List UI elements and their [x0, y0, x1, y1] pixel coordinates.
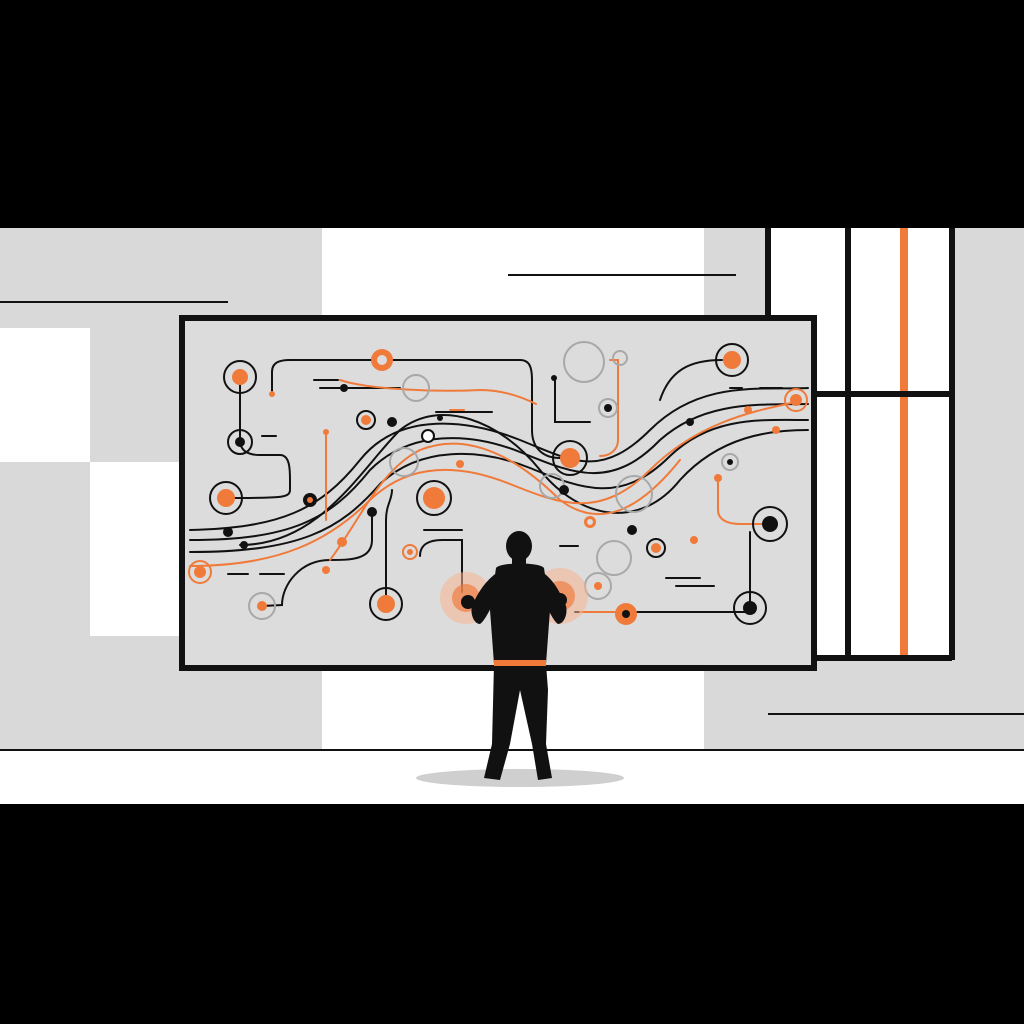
circuit-node-icon: [217, 489, 235, 507]
person-left-arm: [471, 572, 500, 624]
node-accent-ringed: [188, 343, 808, 625]
circuit-node-icon: [323, 429, 329, 435]
circuit-node-icon: [690, 536, 698, 544]
circuit-node-icon: [594, 582, 602, 590]
letterbox-top: [0, 0, 1024, 228]
circuit-node-icon: [723, 351, 741, 369]
person-right-hand: [553, 593, 567, 607]
circuit-node-icon: [337, 537, 347, 547]
circuit-node-icon: [407, 549, 413, 555]
circuit-node-icon: [456, 460, 464, 468]
circuit-node-icon: [587, 519, 593, 525]
circuit-node-icon: [686, 418, 694, 426]
circuit-node-icon: [223, 360, 257, 394]
circuit-node-icon: [563, 341, 605, 383]
node-black-ringed: [227, 410, 788, 625]
person-left-hand: [461, 595, 475, 609]
circuit-node-icon: [744, 406, 752, 414]
circuit-node-icon: [560, 448, 580, 468]
circuit-node-icon: [387, 417, 397, 427]
circuit-node-icon: [227, 429, 253, 455]
letterbox-bottom: [0, 804, 1024, 1024]
circuit-node-icon: [752, 506, 788, 542]
circuit-node-icon: [223, 527, 233, 537]
circuit-node-icon: [784, 388, 808, 412]
circuit-node-icon: [559, 485, 569, 495]
circuit-node-icon: [377, 595, 395, 613]
node-small-dots: [223, 375, 780, 590]
circuit-node-icon: [727, 459, 733, 465]
person-torso: [490, 563, 550, 664]
circuit-node-icon: [389, 447, 419, 477]
circuit-node-icon: [615, 475, 653, 513]
person-right-arm: [540, 572, 567, 624]
circuit-node-icon: [369, 587, 403, 621]
circuit-node-icon: [367, 507, 377, 517]
circuit-node-icon: [194, 566, 206, 578]
circuit-node-icon: [551, 375, 557, 381]
trace-center-bracket: [419, 539, 463, 593]
person-belt: [494, 660, 546, 666]
trace-accent-1: [189, 401, 797, 567]
trace-left-branch: [227, 377, 291, 499]
circuit-node-icon: [596, 540, 632, 576]
circuit-node-icon: [598, 398, 618, 418]
circuit-node-icon: [651, 543, 661, 553]
circuit-node-icon: [772, 426, 780, 434]
circuit-node-icon: [733, 591, 767, 625]
circuit-node-icon: [340, 384, 348, 392]
circuit-node-icon: [402, 374, 430, 402]
trace-box-right: [554, 377, 591, 423]
trace-flow-4: [239, 414, 809, 546]
circuit-node-icon: [437, 415, 443, 421]
circuit-node-icon: [307, 497, 313, 503]
circuit-node-icon: [790, 394, 802, 406]
circuit-node-icon: [714, 474, 722, 482]
circuit-node-icon: [715, 343, 749, 377]
circuit-node-icon: [402, 544, 418, 560]
trace-accent-2: [329, 442, 681, 561]
circuit-node-icon: [552, 440, 588, 476]
circuit-node-icon: [604, 404, 612, 412]
wall-white-block-left-low: [90, 462, 180, 636]
circuit-node-icon: [269, 391, 275, 397]
circuit-node-icon: [612, 350, 628, 366]
wall-white-block-left: [0, 328, 90, 462]
trace-top-loop: [271, 359, 561, 459]
circuit-node-icon: [622, 610, 630, 618]
circuit-node-icon: [743, 601, 757, 615]
circuit-node-icon: [421, 429, 435, 443]
circuit-node-icon: [356, 410, 376, 430]
person-legs: [484, 664, 552, 780]
figure-shadow: [416, 769, 624, 787]
circuit-node-icon: [257, 601, 267, 611]
person-silhouette-icon: [461, 531, 567, 780]
circuit-node-icon: [322, 566, 330, 574]
circuit-node-icon: [627, 525, 637, 535]
person-head: [506, 531, 532, 561]
circuit-node-icon: [416, 480, 452, 516]
circuit-node-icon: [377, 355, 387, 365]
trace-flow-3: [189, 418, 809, 553]
trace-accent-5: [717, 477, 765, 525]
trace-center-down: [385, 489, 393, 603]
circuit-node-icon: [235, 437, 245, 447]
circuit-node-icon: [209, 481, 243, 515]
trace-accent-3: [339, 379, 537, 405]
circuit-node-icon: [361, 415, 371, 425]
circuit-node-icon: [721, 453, 739, 471]
circuit-node-icon: [232, 369, 248, 385]
circuit-node-icon: [248, 592, 276, 620]
circuit-node-icon: [423, 487, 445, 509]
node-muted-rings: [389, 341, 739, 600]
circuit-node-icon: [188, 560, 212, 584]
circuit-node-icon: [762, 516, 778, 532]
circuit-traces: [189, 359, 809, 613]
circuit-node-icon: [240, 541, 248, 549]
circuit-node-icon: [646, 538, 666, 558]
trace-top-right: [659, 359, 723, 401]
trace-accent-4: [599, 359, 619, 457]
